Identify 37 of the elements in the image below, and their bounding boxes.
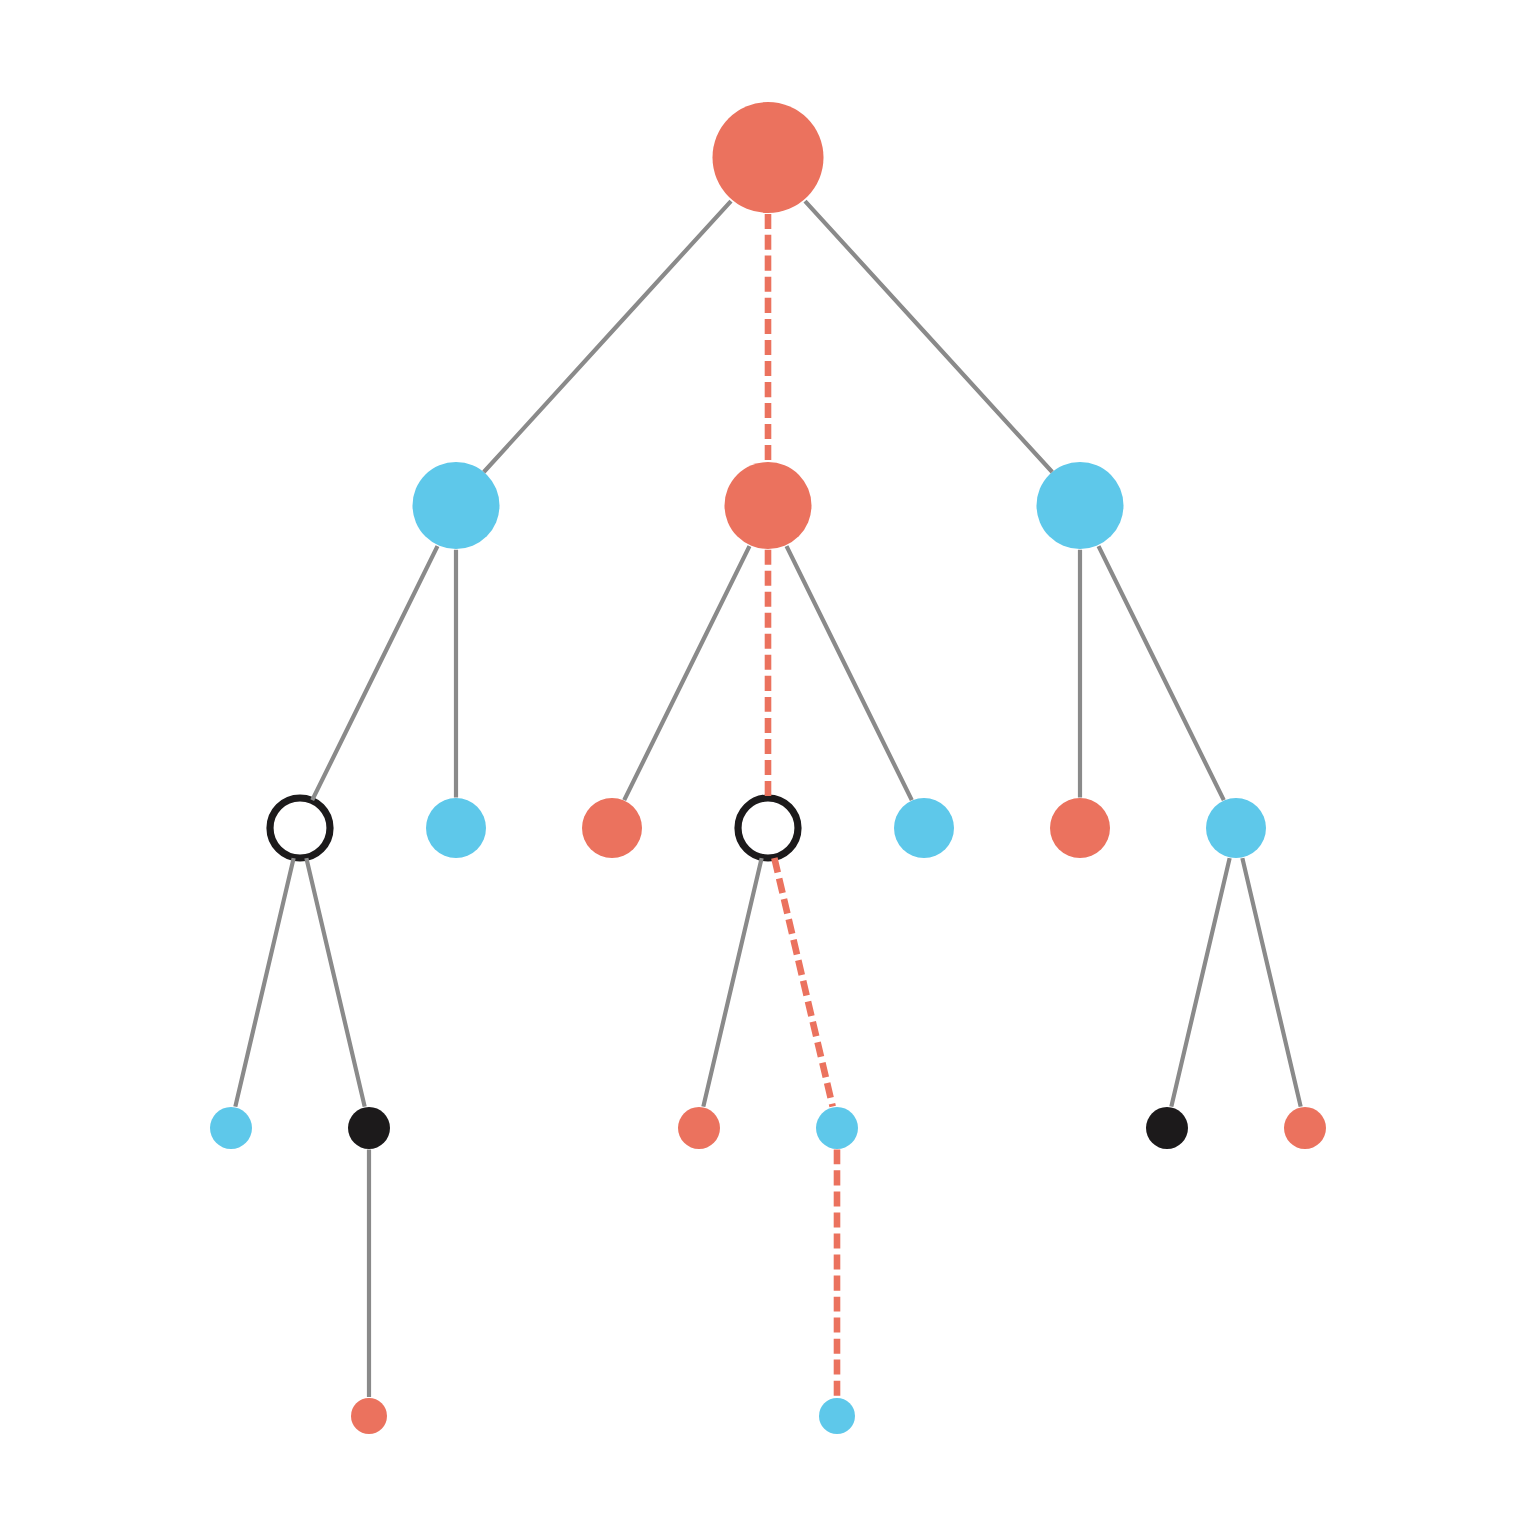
node-circle xyxy=(734,794,802,862)
connector xyxy=(482,199,733,474)
node-circle xyxy=(712,102,824,213)
connector xyxy=(1096,545,1226,802)
connector xyxy=(366,1149,372,1397)
node-circle xyxy=(1050,798,1110,858)
node-circle xyxy=(1206,798,1266,858)
connector xyxy=(233,857,296,1108)
connector xyxy=(310,545,440,802)
connector xyxy=(701,857,764,1108)
connector xyxy=(1077,549,1083,798)
node-circle xyxy=(426,798,486,858)
connector xyxy=(1169,857,1232,1108)
connector xyxy=(833,1149,841,1397)
node-circle xyxy=(348,1107,390,1149)
node-circle xyxy=(1146,1107,1188,1149)
node-circle xyxy=(816,1107,858,1149)
node-circle xyxy=(724,462,812,549)
node-circle xyxy=(351,1398,387,1434)
node-circle xyxy=(210,1107,252,1149)
connector xyxy=(771,857,836,1108)
node-circle xyxy=(894,798,954,858)
node-circle xyxy=(1284,1107,1326,1149)
node-circle xyxy=(266,794,334,862)
connector xyxy=(764,213,772,462)
node-circle xyxy=(412,462,500,549)
connector xyxy=(803,199,1054,474)
node-circle xyxy=(678,1107,720,1149)
connector xyxy=(622,545,752,802)
connector xyxy=(1240,857,1303,1108)
connector xyxy=(304,857,367,1108)
node-circle xyxy=(819,1398,855,1434)
connector xyxy=(784,545,914,802)
node-circle xyxy=(582,798,642,858)
node-circle xyxy=(1036,462,1124,549)
connector xyxy=(764,549,772,798)
connector xyxy=(453,549,459,798)
